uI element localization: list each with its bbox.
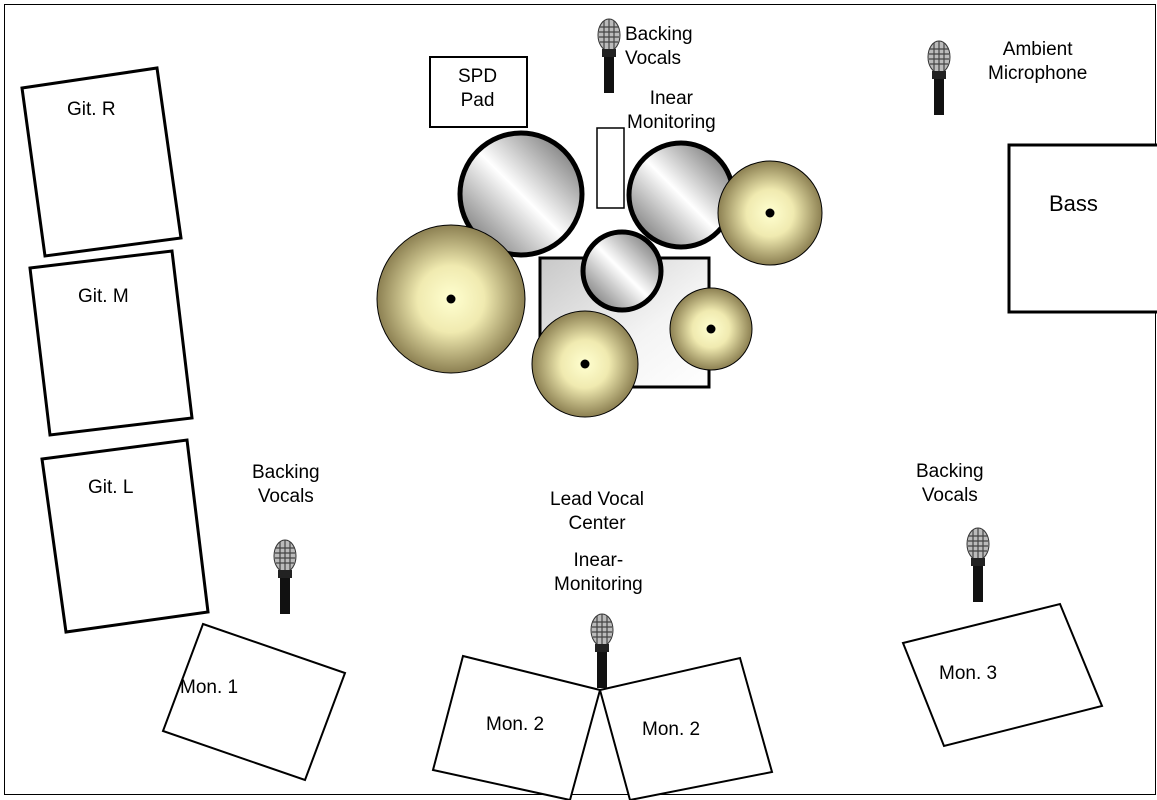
- rack-tom-left: [457, 130, 585, 258]
- git-l-label: Git. L: [88, 477, 134, 498]
- mon3-label: Mon. 3: [939, 663, 998, 684]
- git-m-amp: [28, 249, 194, 437]
- mon3-wedge: [901, 602, 1104, 748]
- stage-border: [4, 4, 1156, 795]
- inear-device: [596, 127, 625, 209]
- bass-label: Bass: [1049, 191, 1098, 216]
- cymbal-bottom-center: [531, 310, 639, 418]
- mon2a-wedge: [431, 654, 602, 800]
- mon2b-wedge: [598, 656, 774, 800]
- rack-tom-right: [626, 140, 736, 250]
- microphone-icon: [590, 613, 614, 689]
- microphone-icon: [597, 18, 621, 94]
- cymbal-large-left: [376, 224, 526, 374]
- git-m-label: Git. M: [78, 286, 129, 307]
- snare-drum: [580, 229, 664, 313]
- spd-pad-box: [429, 56, 528, 128]
- git-r-label: Git. R: [67, 99, 116, 120]
- mon2a-label: Mon. 2: [486, 714, 545, 735]
- cymbal-right: [717, 160, 823, 266]
- microphone-icon: [927, 40, 951, 116]
- microphone-icon: [273, 539, 297, 615]
- microphone-icon: [966, 527, 990, 603]
- git-r-amp: [20, 66, 183, 258]
- mon2b-label: Mon. 2: [642, 719, 701, 740]
- mon1-label: Mon. 1: [180, 677, 239, 698]
- mon1-wedge: [161, 622, 347, 782]
- bass-amp: [1007, 143, 1157, 314]
- cymbal-bottom-right: [669, 287, 753, 371]
- git-l-amp: [40, 438, 210, 634]
- inear-monitoring-lead-label: Inear-Monitoring: [554, 550, 643, 595]
